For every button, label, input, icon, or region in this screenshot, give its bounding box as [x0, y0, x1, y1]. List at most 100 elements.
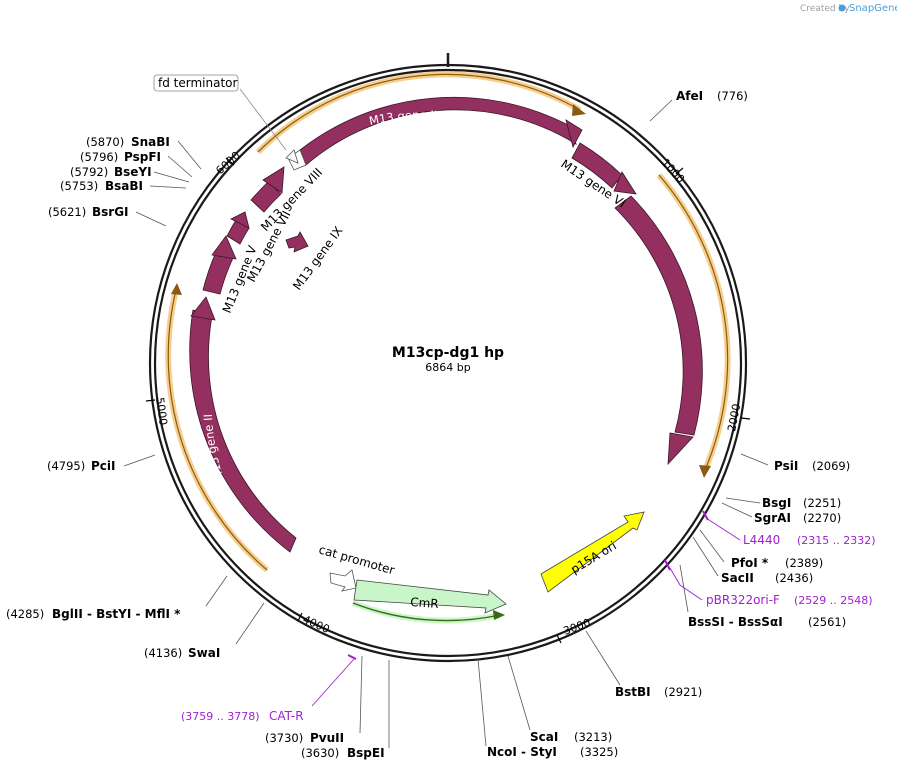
orf-arrow-icon	[493, 610, 505, 620]
primer-pbr322ori-f: pBR322ori-F (2529 .. 2548)	[664, 559, 873, 607]
backbone	[148, 53, 748, 663]
site-bseyi-name: BseYI	[114, 165, 152, 179]
site-psii-pos: (2069)	[812, 459, 850, 473]
credit-brand: SnapGene	[849, 3, 897, 14]
orf-arrow-icon	[171, 283, 182, 295]
site-ncoi-pos: (3325)	[580, 745, 618, 759]
site-afei-pos: (776)	[717, 89, 748, 103]
site-sacii-name: SacII	[721, 571, 754, 585]
site-scai-name: ScaI	[530, 730, 558, 744]
tick-label-3000: 3000	[562, 616, 593, 638]
feature-cmr	[353, 579, 507, 614]
label-cat-promoter: cat promoter	[317, 542, 396, 577]
feature-m13-gene-ix	[285, 231, 309, 253]
plasmid-name: M13cp-dg1 hp	[392, 345, 504, 361]
site-sgrai-name: SgrAI	[754, 511, 791, 525]
credit-text: Created by	[800, 4, 850, 14]
site-scai-pos: (3213)	[574, 730, 612, 744]
feature-fd-terminator	[285, 149, 299, 164]
site-afei-name: AfeI	[676, 89, 703, 103]
site-swai-pos: (4136)	[144, 646, 182, 660]
orf-arc-gene4	[656, 173, 731, 478]
site-sgrai-pos: (2270)	[803, 511, 841, 525]
tick-4000	[297, 612, 303, 622]
primer-cat-r-range: (3759 .. 3778)	[181, 710, 260, 723]
orf-arc-gene3	[255, 71, 586, 155]
primer-cat-r: CAT-R (3759 .. 3778)	[181, 654, 357, 723]
tick-2000	[740, 417, 751, 420]
site-bglii-pos: (4285)	[6, 607, 44, 621]
feature-m13-gene-viii-part-arrow-icon	[262, 166, 285, 194]
primer-l4440-name: L4440	[743, 533, 780, 547]
orf-arrow-icon	[699, 465, 711, 478]
primer-pbr322ori-f-range: (2529 .. 2548)	[794, 594, 873, 607]
tick-6000	[225, 157, 235, 166]
site-pvuii-pos: (3730)	[265, 731, 303, 745]
orf-arrow-icon	[572, 104, 586, 116]
feature-p15a-ori	[540, 511, 645, 593]
primer-cat-r-name: CAT-R	[269, 709, 304, 723]
site-bsabi-pos: (5753)	[60, 179, 98, 193]
feature-m13-gene-iv	[614, 195, 703, 436]
tick-3000	[556, 634, 562, 644]
label-fd-terminator-box: fd terminator	[153, 74, 287, 151]
restriction-sites	[123, 99, 769, 748]
feature-m13-gene-vi-arrow-icon	[613, 171, 637, 195]
feature-m13-gene-v-arrow-icon	[211, 235, 237, 260]
tick-label-6000: 6000	[213, 149, 243, 177]
label-fd-terminator: fd terminator	[158, 76, 237, 90]
feature-m13-gene-iv-arrow-icon	[667, 432, 694, 466]
features	[189, 96, 703, 614]
label-m13-gene-ix: M13 gene IX	[290, 224, 345, 293]
site-pcii-name: PciI	[91, 459, 116, 473]
site-bsgi-name: BsgI	[762, 496, 791, 510]
primer-pbr322ori-f-name: pBR322ori-F	[706, 593, 780, 607]
tick-label-4000: 4000	[301, 613, 332, 636]
site-pspfi-name: PspFI	[124, 150, 161, 164]
site-bspei-pos: (3630)	[301, 746, 339, 760]
feature-m13-gene-iii	[299, 96, 577, 166]
label-cmr: CmR	[410, 595, 439, 611]
site-bstbi-name: BstBI	[615, 685, 651, 699]
site-bseyi-pos: (5792)	[70, 165, 108, 179]
site-pspfi-pos: (5796)	[80, 150, 118, 164]
site-ncoi-name: NcoI - StyI	[487, 745, 557, 759]
feature-m13-gene-iii-arrow-icon	[565, 119, 583, 149]
site-labels: AfeI (776) PsiI (2069) BsgI (2251) SgrAI…	[6, 89, 850, 760]
site-pvuii-name: PvuII	[310, 731, 344, 745]
plasmid-size: 6864 bp	[425, 361, 470, 374]
credit-badge: Created by SnapGene	[800, 3, 897, 14]
site-bstbi-pos: (2921)	[664, 685, 702, 699]
feature-cat-promoter	[329, 569, 357, 592]
site-pfoi-name: PfoI *	[731, 556, 769, 570]
site-sacii-pos: (2436)	[775, 571, 813, 585]
site-snabi-pos: (5870)	[86, 135, 124, 149]
site-psii-name: PsiI	[774, 459, 798, 473]
snapgene-logo-icon	[838, 4, 846, 12]
site-bsssi-pos: (2561)	[808, 615, 846, 629]
primer-l4440-range: (2315 .. 2332)	[797, 534, 876, 547]
site-snabi-name: SnaBI	[131, 135, 170, 149]
feature-m13-gene-ii-arrow-icon	[190, 296, 216, 321]
tick-label-2000: 2000	[725, 403, 743, 433]
site-swai-name: SwaI	[188, 646, 220, 660]
feature-m13-gene-viii-part	[250, 181, 282, 213]
backbone-inner-ring	[153, 68, 743, 658]
site-bsrgi-pos: (5621)	[48, 205, 86, 219]
orf-arc-gene2	[165, 283, 269, 573]
site-bsabi-name: BsaBI	[105, 179, 143, 193]
feature-m13-gene-vi	[571, 142, 623, 189]
site-bsgi-pos: (2251)	[803, 496, 841, 510]
site-pfoi-pos: (2389)	[785, 556, 823, 570]
tick-label-5000: 5000	[153, 397, 170, 427]
site-pcii-pos: (4795)	[47, 459, 85, 473]
orf-arc-cmr	[351, 600, 505, 624]
primers: L4440 (2315 .. 2332) pBR322ori-F (2529 .…	[181, 510, 876, 723]
orf-arcs	[165, 71, 731, 624]
primer-l4440: L4440 (2315 .. 2332)	[702, 510, 876, 547]
site-bsrgi-name: BsrGI	[92, 205, 129, 219]
tick-1000	[675, 167, 684, 175]
site-bsssi-name: BssSI - BssSαI	[688, 615, 783, 629]
site-bspei-name: BspEI	[347, 746, 385, 760]
feature-m13-gene-vii-arrow-icon	[230, 211, 250, 229]
